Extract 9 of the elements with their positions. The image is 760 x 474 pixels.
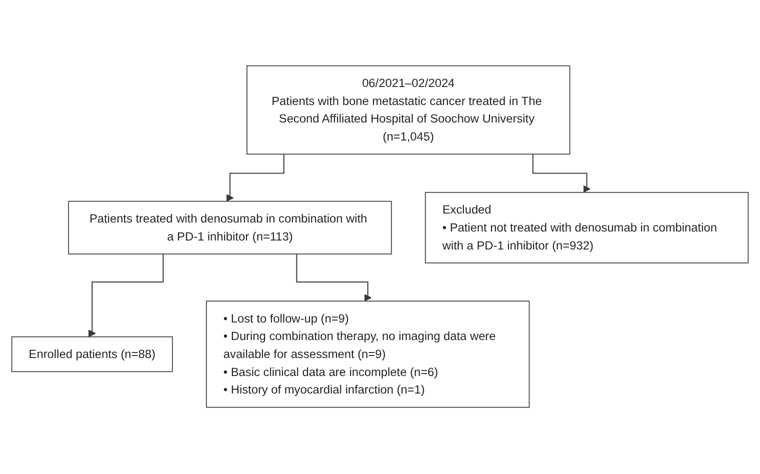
node-box: 06/2021–02/2024 Patients with bone metastatic cancer treated in The Second Affiliated Hospital of Soochow University (n=1,045) (246, 66, 570, 156)
node-box: Enrolled patients (n=88) (11, 336, 173, 372)
arrow (226, 154, 284, 202)
node-box: • Lost to follow-up (n=9) • During combination therapy, no imaging data were available for assessment (n=9) • Basic clinical data are incomplete (n=6) • History of myocardial infarction (n=1) (206, 301, 530, 408)
node-box: Patients treated with denosumab in combination with a PD-1 inhibitor (n=113) (68, 201, 392, 255)
arrow (88, 254, 164, 338)
node-box: Excluded • Patient not treated with denosumab in combination with a PD-1 inhibitor (n=932) (424, 192, 749, 264)
arrow (296, 254, 372, 302)
arrow (532, 154, 591, 194)
